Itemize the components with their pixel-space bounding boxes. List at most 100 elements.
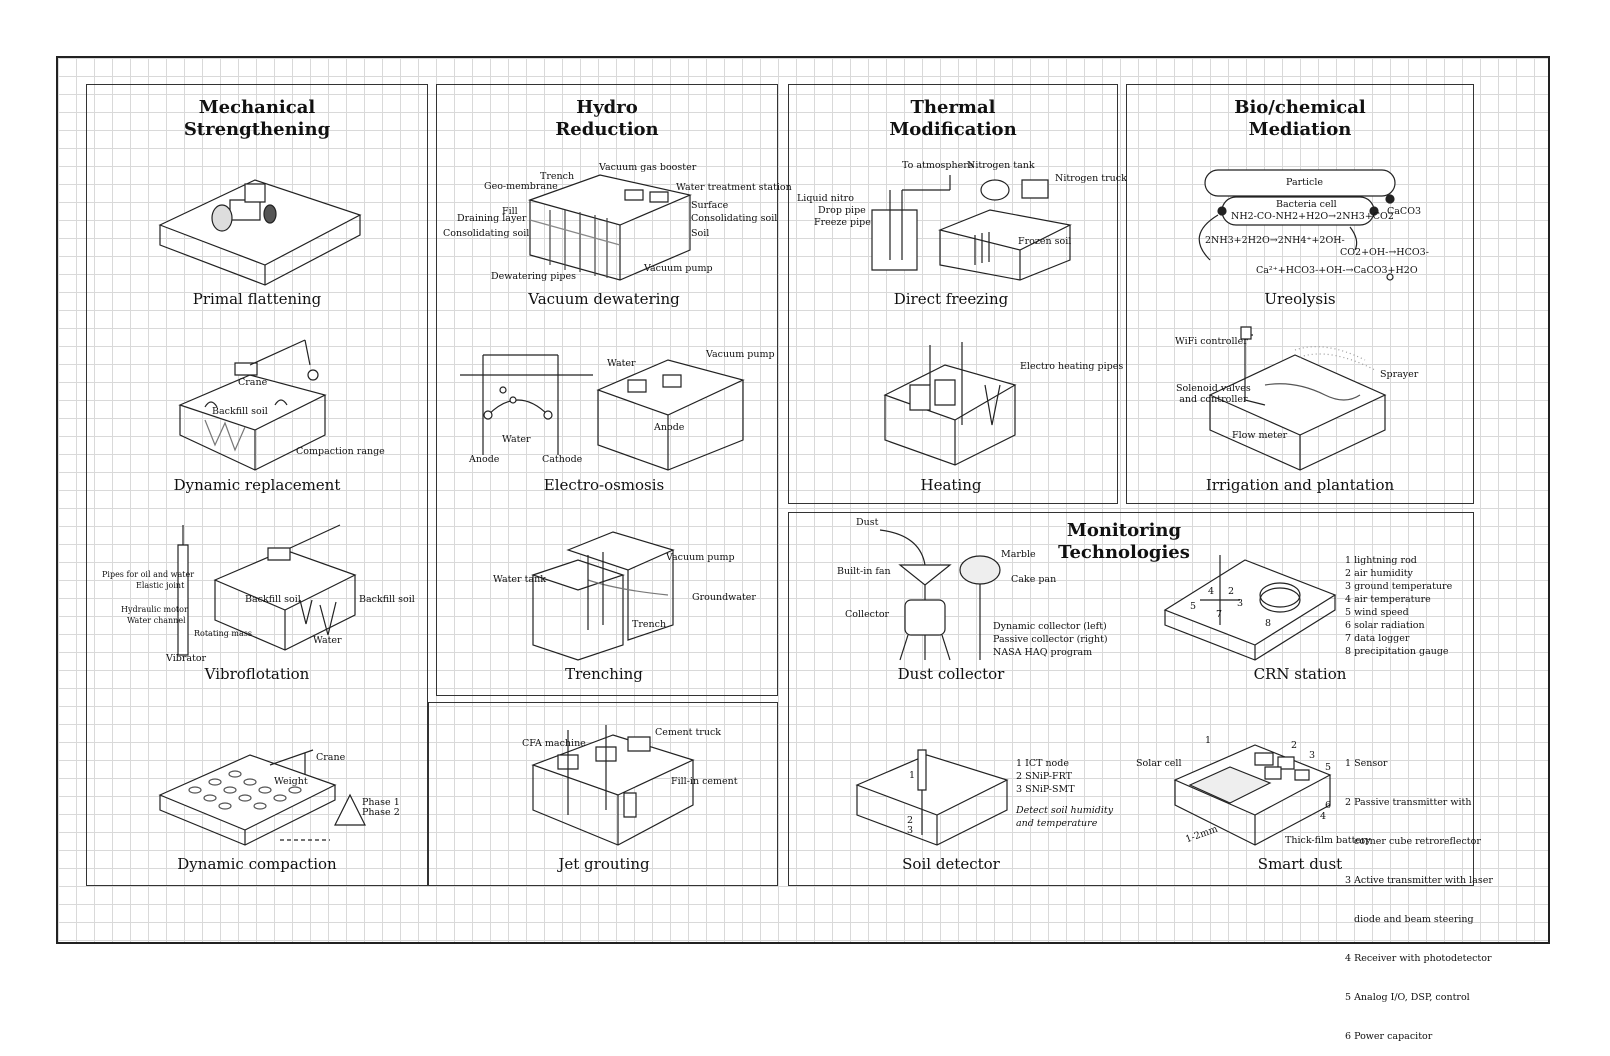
label-cement-truck: Cement truck: [655, 727, 722, 738]
crn-num-8: 8: [1265, 618, 1272, 629]
label-fill: Fill: [502, 206, 518, 217]
vibroflotation-illustration: [170, 520, 360, 660]
soil-list-item: 3 SNiP-SMT: [1016, 784, 1075, 795]
dust-notes: Dynamic collector (left) Passive collect…: [993, 620, 1108, 659]
label-pipes-oil-water: Pipes for oil and water: [102, 570, 195, 579]
crn-station-illustration: [1160, 555, 1340, 665]
caption-heating: Heating: [920, 476, 982, 494]
crn-num-5: 5: [1190, 601, 1197, 612]
crn-num-7: 7: [1216, 609, 1223, 620]
crn-num-4: 4: [1208, 586, 1215, 597]
label-trench-tr: Trench: [632, 619, 667, 630]
label-bacteria-cell: Bacteria cell: [1276, 199, 1337, 210]
caption-irrigation: Irrigation and plantation: [1205, 476, 1395, 494]
sd-num-4: 4: [1320, 811, 1327, 822]
title-monitoring: Monitoring Technologies: [1058, 520, 1190, 563]
crn-list-item: 3 ground temperature: [1345, 581, 1453, 592]
label-backfill-vf1: Backfill soil: [245, 594, 301, 605]
label-eq4: Ca²⁺+HCO3-+OH-→CaCO3+H2O: [1256, 265, 1418, 276]
sd-num-2: 2: [1291, 740, 1298, 751]
label-frozen-soil: Frozen soil: [1018, 236, 1072, 247]
label-drop-pipe: Drop pipe: [818, 205, 866, 216]
smart-list-item: 3 Active transmitter with laser: [1345, 875, 1493, 886]
label-eq2: 2NH3+2H2O→2NH4⁺+2OH-: [1205, 235, 1345, 246]
label-phase1: Phase 1: [362, 797, 400, 808]
panel-bio: [1126, 84, 1474, 504]
caption-primal-flattening: Primal flattening: [192, 290, 322, 308]
smart-list-item: diode and beam steering: [1345, 914, 1474, 925]
title-hydro: Hydro Reduction: [555, 97, 659, 140]
jet-grouting-illustration: [528, 725, 698, 850]
soil-list-item: 1 ICT node: [1016, 758, 1069, 769]
smart-dust-illustration: [1170, 735, 1350, 855]
caption-crn-station: CRN station: [1253, 665, 1347, 683]
label-elastic-joint: Elastic joint: [136, 581, 185, 590]
smart-list-item: 4 Receiver with photodetector: [1345, 953, 1492, 964]
smart-list-item: 2 Passive transmitter with: [1345, 797, 1472, 808]
label-vacuum-gas-booster: Vacuum gas booster: [599, 162, 697, 173]
dust-note: Dynamic collector (left): [993, 621, 1107, 632]
caption-dust-collector: Dust collector: [897, 665, 1005, 683]
caption-electro-osmosis: Electro-osmosis: [543, 476, 665, 494]
label-hydraulic-motor: Hydraulic motor: [121, 605, 188, 614]
label-fill-in-cement: Fill-in cement: [671, 776, 738, 787]
label-vibrator: Vibrator: [166, 653, 207, 664]
panel-thermal: [788, 84, 1118, 504]
direct-freezing-illustration: [860, 170, 1080, 280]
label-consolidating-soil-r: Consolidating soil: [691, 213, 778, 224]
caption-trenching: Trenching: [565, 665, 643, 683]
heating-illustration: [880, 340, 1020, 470]
label-thick-film: Thick-film battery: [1285, 835, 1371, 846]
label-nitrogen-truck: Nitrogen truck: [1055, 173, 1127, 184]
irrigation-illustration: [1205, 325, 1390, 470]
label-dewatering-pipes: Dewatering pipes: [491, 271, 576, 282]
trenching-illustration: [528, 530, 678, 665]
label-liquid-nitro: Liquid nitro: [797, 193, 854, 204]
smart-list-item: 5 Analog I/O, DSP, control: [1345, 992, 1470, 1003]
smart-list-item: corner cube retroreflector: [1345, 836, 1481, 847]
label-cake-pan: Cake pan: [1011, 574, 1057, 585]
sd-num-6: 6: [1325, 800, 1332, 811]
label-vacuum-pump-vd: Vacuum pump: [644, 263, 713, 274]
caption-dynamic-compaction: Dynamic compaction: [177, 855, 337, 873]
label-trench-vd: Trench: [540, 171, 575, 182]
dust-note: Passive collector (right): [993, 634, 1108, 645]
sd-num-3: 3: [1309, 750, 1316, 761]
title-thermal: Thermal Modification: [889, 97, 1017, 140]
label-soil: Soil: [691, 228, 710, 239]
label-consolidating-soil-l: Consolidating soil: [443, 228, 530, 239]
label-water-eo1: Water: [607, 358, 636, 369]
ureolysis-illustration: [1180, 165, 1420, 285]
crn-list-item: 6 solar radiation: [1345, 620, 1425, 631]
crn-list-item: 1 lightning rod: [1345, 555, 1417, 566]
label-anode-eo2: Anode: [469, 454, 500, 465]
label-caco3: CaCO3: [1387, 206, 1422, 217]
caption-ureolysis: Ureolysis: [1264, 290, 1336, 308]
primal-flattening-illustration: [150, 170, 370, 280]
dynamic-replacement-illustration: [175, 335, 335, 475]
caption-smart-dust: Smart dust: [1257, 855, 1343, 873]
label-freeze-pipe: Freeze pipe: [814, 217, 871, 228]
sd-num-5: 5: [1325, 762, 1332, 773]
label-water-treatment: Water treatment station: [676, 182, 792, 193]
soil-num-2: 2: [907, 815, 914, 826]
label-phase2: Phase 2: [362, 807, 400, 818]
label-solar-cell: Solar cell: [1136, 758, 1182, 769]
soil-num-1: 1: [909, 770, 916, 781]
soil-list: 1 ICT node 2 SNiP-FRT 3 SNiP-SMT Detect …: [1016, 757, 1113, 830]
label-eq3: CO2+OH-→HCO3-: [1340, 247, 1429, 258]
label-crane-dc: Crane: [316, 752, 346, 763]
label-vacuum-pump-tr: Vacuum pump: [666, 552, 735, 563]
panel-mechanical: [86, 84, 428, 886]
crn-list-item: 5 wind speed: [1345, 607, 1409, 618]
label-geo-membrane: Geo-membrane: [484, 181, 558, 192]
soil-note: Detect soil humidity: [1016, 805, 1114, 816]
crn-list-item: 8 precipitation gauge: [1345, 646, 1449, 657]
soil-list-item: 2 SNiP-FRT: [1016, 771, 1072, 782]
label-surface: Surface: [691, 200, 729, 211]
label-crane-dr: Crane: [238, 377, 268, 388]
label-compaction-range: Compaction range: [296, 446, 385, 457]
caption-direct-freezing: Direct freezing: [893, 290, 1009, 308]
dust-note: NASA HAQ program: [993, 647, 1093, 658]
label-cathode: Cathode: [542, 454, 583, 465]
